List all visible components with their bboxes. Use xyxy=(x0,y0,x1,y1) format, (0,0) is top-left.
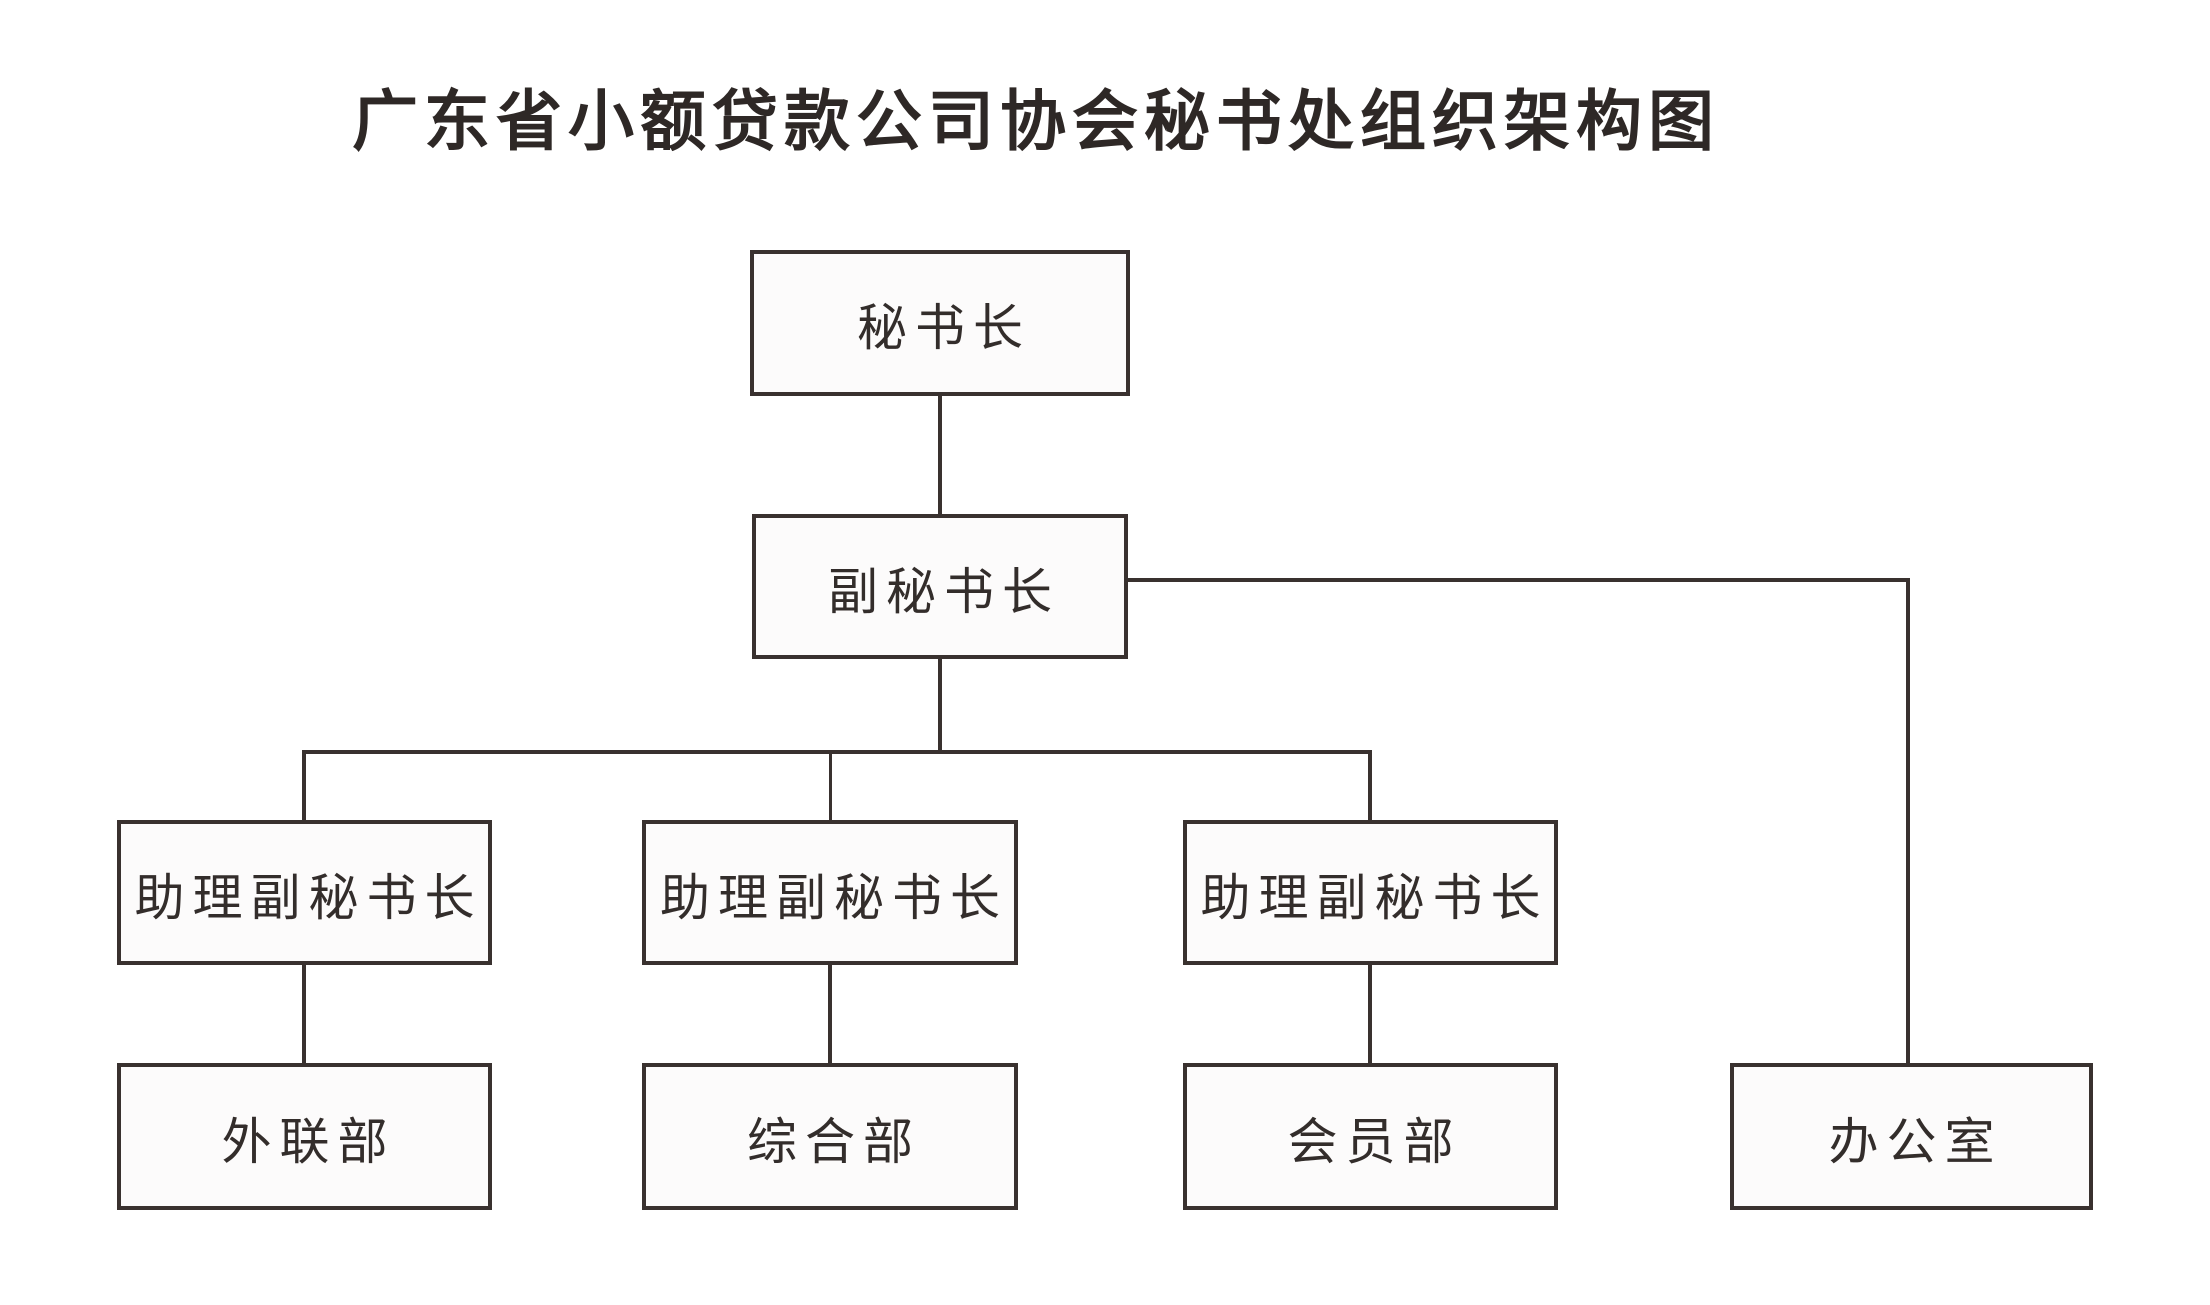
node-label-external-relations-dept: 外联部 xyxy=(221,1113,396,1170)
connector-drop-assistant-1 xyxy=(302,750,306,824)
connector-assistant1-to-external xyxy=(302,962,306,1067)
org-node-secretary-general: 秘书长 xyxy=(750,250,1130,396)
node-label-assistant-deputy-2: 助理副秘书长 xyxy=(660,869,1008,926)
connector-deputy-riser xyxy=(938,655,942,752)
connector-assistant3-to-membership xyxy=(1368,962,1372,1067)
connector-distribution-bar xyxy=(302,750,1372,754)
connector-deputy-to-office-vertical xyxy=(1906,578,1910,1067)
node-label-assistant-deputy-1: 助理副秘书长 xyxy=(134,869,483,926)
connector-drop-assistant-3 xyxy=(1368,750,1372,824)
chart-title: 广东省小额贷款公司协会秘书处组织架构图 xyxy=(352,86,1720,159)
node-label-office: 办公室 xyxy=(1828,1113,2003,1170)
node-label-secretary-general: 秘书长 xyxy=(857,300,1031,356)
connector-drop-assistant-2 xyxy=(829,750,832,824)
org-node-membership-dept: 会员部 xyxy=(1183,1063,1558,1210)
node-label-general-affairs-dept: 综合部 xyxy=(747,1113,921,1170)
org-node-external-relations-dept: 外联部 xyxy=(117,1063,492,1210)
connector-assistant2-to-general xyxy=(828,962,832,1067)
node-label-assistant-deputy-3: 助理副秘书长 xyxy=(1200,869,1549,926)
org-node-general-affairs-dept: 综合部 xyxy=(642,1063,1018,1210)
org-node-office: 办公室 xyxy=(1730,1063,2093,1210)
org-node-deputy-secretary-general: 副秘书长 xyxy=(752,514,1128,659)
node-label-deputy-secretary-general: 副秘书长 xyxy=(828,563,1060,620)
node-label-membership-dept: 会员部 xyxy=(1287,1113,1462,1170)
org-node-assistant-deputy-3: 助理副秘书长 xyxy=(1183,820,1558,965)
connector-deputy-to-office-horizontal xyxy=(1128,578,1910,582)
connector-secretary-to-deputy xyxy=(938,394,942,516)
org-node-assistant-deputy-1: 助理副秘书长 xyxy=(117,820,492,965)
org-node-assistant-deputy-2: 助理副秘书长 xyxy=(642,820,1018,965)
